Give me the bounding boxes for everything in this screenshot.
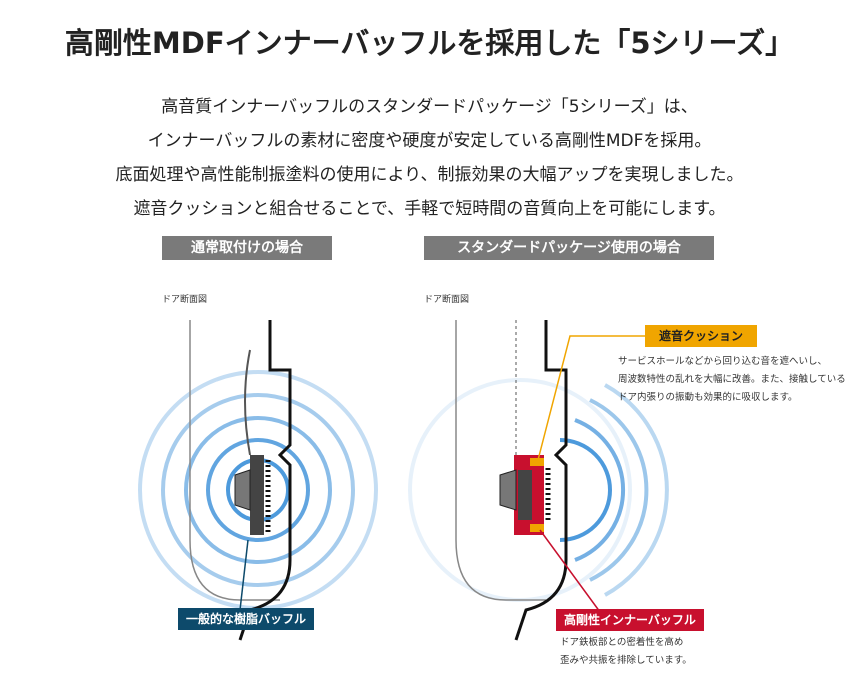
right-door-label: ドア断面図 (424, 295, 470, 305)
resin-baffle-callout: 一般的な樹脂バッフル (178, 608, 315, 630)
baffle-notes: ドア鉄板部との密着性を高め 歪みや共振を排除しています。 (560, 634, 692, 670)
description: 高音質インナーバッフルのスタンダードパッケージ「5シリーズ」は、 インナーバッフ… (0, 90, 859, 226)
note-line: 周波数特性の乱れを大幅に改善。また、接触している (618, 374, 846, 385)
note-line: ドア鉄板部との密着性を高め (560, 637, 684, 648)
left-door-label: ドア断面図 (162, 295, 208, 305)
description-line: 高音質インナーバッフルのスタンダードパッケージ「5シリーズ」は、 (161, 97, 698, 117)
note-line: サービスホールなどから回り込む音を遮へいし、 (618, 356, 828, 367)
left-door-diagram (138, 320, 378, 641)
cushion-callout: 遮音クッション (645, 325, 758, 347)
mdf-baffle-callout: 高剛性インナーバッフル (556, 609, 704, 631)
note-line: 歪みや共振を排除しています。 (560, 655, 692, 666)
description-line: 遮音クッションと組合せることで、手軽で短時間の音質向上を可能にします。 (133, 199, 726, 219)
page-title: 高剛性MDFインナーバッフルを採用した「5シリーズ」 (64, 26, 795, 60)
note-line: ドア内張りの振動も効果的に吸収します。 (618, 392, 798, 403)
sound-waves-right (408, 378, 669, 602)
left-heading: 通常取付けの場合 (162, 236, 332, 260)
right-heading: スタンダードパッケージ使用の場合 (424, 236, 714, 260)
description-line: 底面処理や高性能制振塗料の使用により、制振効果の大幅アップを実現しました。 (115, 165, 744, 185)
cushion-notes: サービスホールなどから回り込む音を遮へいし、 周波数特性の乱れを大幅に改善。また… (618, 353, 846, 407)
description-line: インナーバッフルの素材に密度や硬度が安定している高剛性MDFを採用。 (147, 131, 712, 151)
right-door-diagram (408, 320, 669, 641)
